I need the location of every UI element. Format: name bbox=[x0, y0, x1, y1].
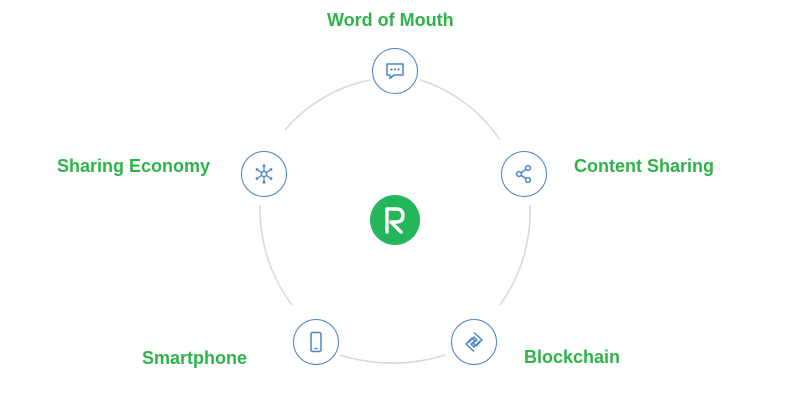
hub-logo bbox=[370, 195, 420, 245]
node-smartphone bbox=[293, 319, 339, 365]
label-word-of-mouth: Word of Mouth bbox=[327, 10, 454, 30]
label-content-sharing: Content Sharing bbox=[574, 156, 714, 176]
chat-bubble-icon bbox=[386, 63, 404, 80]
share-icon bbox=[515, 164, 532, 184]
label-sharing-economy: Sharing Economy bbox=[57, 156, 211, 176]
label-smartphone: Smartphone bbox=[142, 348, 248, 368]
smartphone-icon bbox=[310, 331, 322, 353]
r-logo-icon bbox=[385, 207, 405, 234]
label-blockchain: Blockchain bbox=[524, 347, 621, 367]
node-word-of-mouth bbox=[372, 48, 418, 94]
network-hub-icon bbox=[255, 164, 273, 184]
ring-arc-top-left bbox=[284, 79, 371, 131]
ring-arc-bottom bbox=[339, 354, 446, 364]
ring-arc-top-right bbox=[419, 79, 501, 141]
blockchain-icon bbox=[465, 331, 483, 353]
ring-arc-left bbox=[259, 204, 293, 306]
ring-arc-right bbox=[499, 204, 531, 306]
node-blockchain bbox=[451, 319, 497, 365]
node-sharing-economy bbox=[241, 151, 287, 197]
node-content-sharing bbox=[501, 151, 547, 197]
